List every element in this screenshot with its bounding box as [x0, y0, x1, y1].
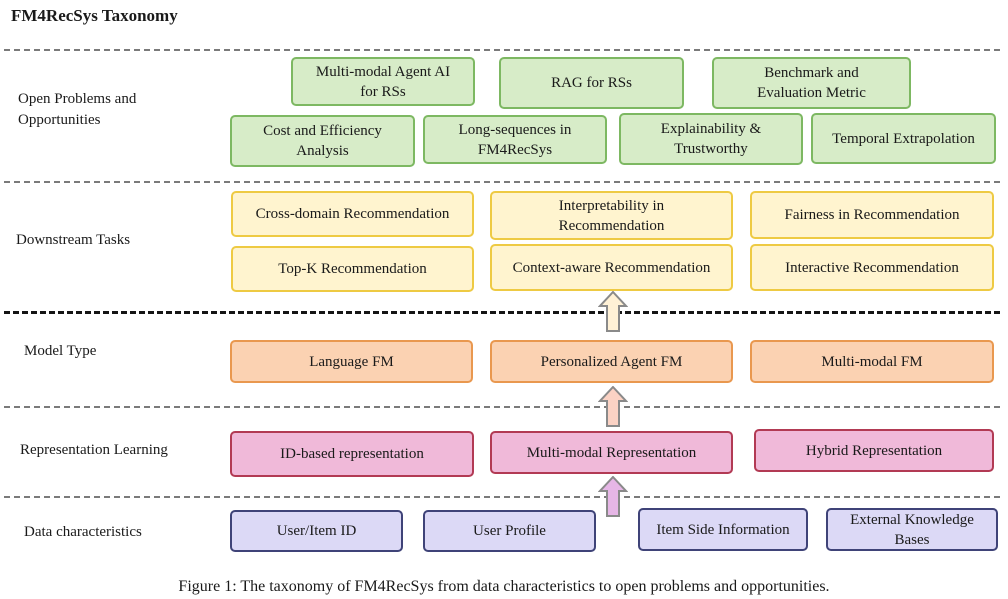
box-hybrid-representation: Hybrid Representation	[754, 429, 994, 472]
box-multimodal-representation: Multi-modal Representation	[490, 431, 733, 474]
box-cost-efficiency: Cost and Efficiency Analysis	[230, 115, 415, 167]
layer-label-downstream-tasks: Downstream Tasks	[16, 232, 131, 248]
box-explainability: Explainability & Trustworthy	[619, 113, 803, 165]
box-interpretability: Interpretability in Recommendation	[490, 191, 733, 240]
box-item-side-information: Item Side Information	[638, 508, 808, 551]
separator-tasks-model	[4, 311, 1000, 314]
layer-label-model-type: Model Type	[24, 343, 97, 359]
box-benchmark-evaluation: Benchmark and Evaluation Metric	[712, 57, 911, 109]
separator-repr-data	[4, 496, 1000, 498]
box-long-sequences: Long-sequences in FM4RecSys	[423, 115, 607, 164]
box-temporal-extrapolation: Temporal Extrapolation	[811, 113, 996, 164]
box-multimodal-fm: Multi-modal FM	[750, 340, 994, 383]
box-interactive: Interactive Recommendation	[750, 244, 994, 291]
box-external-knowledge-bases: External Knowledge Bases	[826, 508, 998, 551]
arrow-up-icon	[598, 291, 628, 332]
diagram-title: FM4RecSys Taxonomy	[11, 6, 178, 25]
box-context-aware: Context-aware Recommendation	[490, 244, 733, 291]
layer-label-representation-learning: Representation Learning	[20, 442, 168, 458]
separator-top	[4, 49, 1000, 51]
box-language-fm: Language FM	[230, 340, 473, 383]
separator-model-repr	[4, 406, 1000, 408]
box-fairness: Fairness in Recommendation	[750, 191, 994, 239]
box-id-based-representation: ID-based representation	[230, 431, 474, 477]
arrow-up-icon	[598, 476, 628, 517]
separator-open-tasks	[4, 181, 1000, 183]
box-rag-for-rss: RAG for RSs	[499, 57, 684, 109]
box-cross-domain: Cross-domain Recommendation	[231, 191, 474, 237]
layer-label-data-characteristics: Data characteristics	[24, 524, 142, 540]
box-user-profile: User Profile	[423, 510, 596, 552]
box-user-item-id: User/Item ID	[230, 510, 403, 552]
layer-label-open-problems: Open Problems and Opportunities	[18, 91, 137, 128]
figure-caption: Figure 1: The taxonomy of FM4RecSys from…	[178, 578, 830, 595]
box-multimodal-agent-ai: Multi-modal Agent AI for RSs	[291, 57, 475, 106]
arrow-up-icon	[598, 386, 628, 427]
box-personalized-agent-fm: Personalized Agent FM	[490, 340, 733, 383]
box-top-k: Top-K Recommendation	[231, 246, 474, 292]
